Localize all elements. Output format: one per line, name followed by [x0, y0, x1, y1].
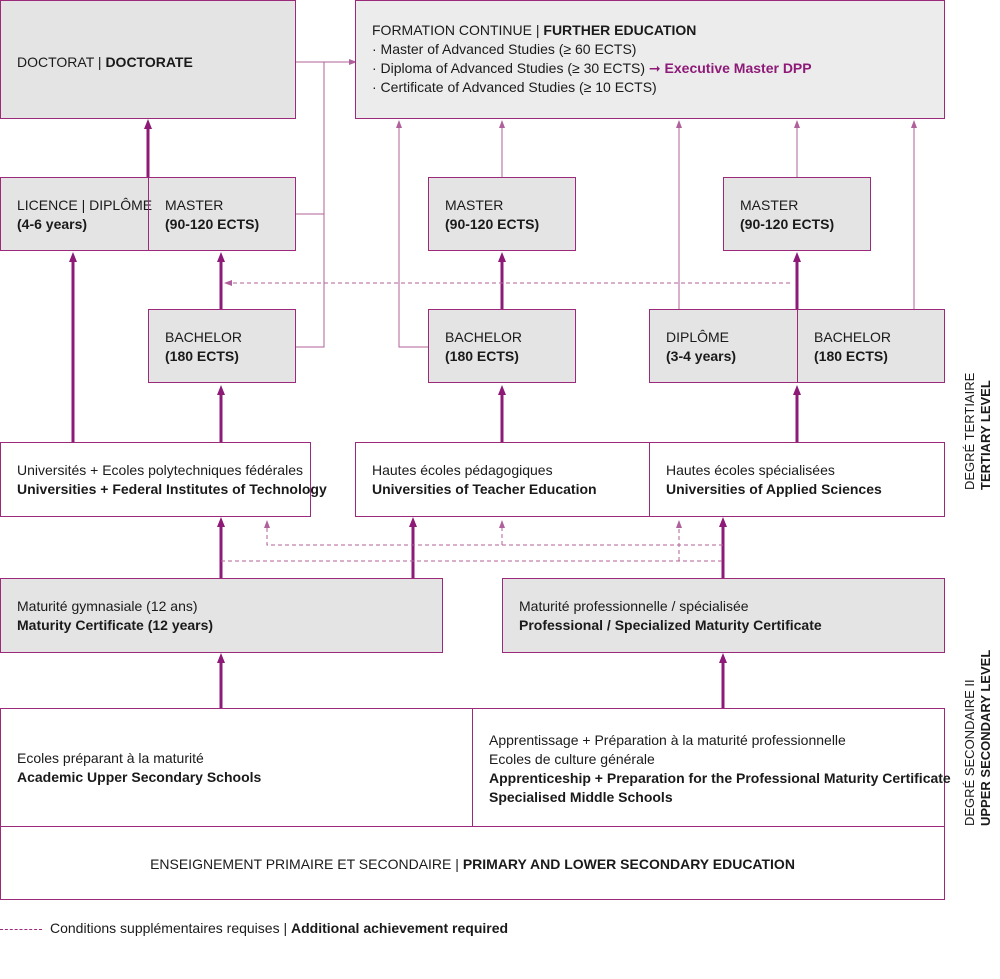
bachelor-detail: (180 ECTS) [445, 348, 519, 364]
further-education-title: FORMATION CONTINUE | FURTHER EDUCATION [372, 21, 928, 40]
primary-en: PRIMARY AND LOWER SECONDARY EDUCATION [462, 856, 795, 872]
master-teacher-box: MASTER (90-120 ECTS) [428, 177, 576, 251]
bachelor-uni-box: BACHELOR (180 ECTS) [148, 309, 296, 383]
upper-fr: DEGRÉ SECONDAIRE II [962, 679, 977, 826]
primary-box: ENSEIGNEMENT PRIMAIRE ET SECONDAIRE | PR… [0, 826, 945, 900]
upper-en: UPPER SECONDARY LEVEL [978, 649, 993, 826]
master-label: MASTER [740, 197, 799, 213]
further-education-item-text: · Diploma of Advanced Studies (≥ 30 ECTS… [372, 60, 646, 76]
further-education-box: FORMATION CONTINUE | FURTHER EDUCATION ·… [355, 0, 945, 119]
apprenticeship-fr1: Apprentissage + Préparation à la maturit… [489, 732, 846, 748]
tertiary-fr: DEGRÉ TERTIAIRE [962, 372, 977, 490]
legend-en: Additional achievement required [291, 920, 509, 936]
further-education-fr: FORMATION CONTINUE [372, 22, 532, 38]
diplome-cell: DIPLÔME (3-4 years) [650, 318, 798, 376]
bachelor-label: BACHELOR [445, 329, 523, 345]
master-label: MASTER [165, 197, 224, 213]
teacher-ed-en: Universities of Teacher Education [372, 481, 597, 497]
doctorate-en: DOCTORATE [105, 54, 193, 70]
master-detail: (90-120 ECTS) [740, 216, 835, 232]
further-education-item: · Master of Advanced Studies (≥ 60 ECTS) [372, 41, 637, 57]
maturity-box: Maturité gymnasiale (12 ans) Maturity Ce… [0, 578, 443, 653]
diplome-bachelor-box: DIPLÔME (3-4 years) BACHELOR (180 ECTS) [649, 309, 945, 383]
academic-upper-cell: Ecoles préparant à la maturité Academic … [1, 739, 473, 797]
applied-sciences-cell: Hautes écoles spécialisées Universities … [650, 451, 944, 509]
applied-sciences-en: Universities of Applied Sciences [666, 481, 882, 497]
primary-sep: | [451, 856, 463, 872]
diplome-detail: (3-4 years) [666, 348, 737, 364]
universities-en: Universities + Federal Institutes of Tec… [17, 481, 327, 497]
tertiary-en: TERTIARY LEVEL [978, 380, 993, 490]
bachelor-label: BACHELOR [814, 329, 892, 345]
legend-fr: Conditions supplémentaires requises [50, 920, 280, 936]
licence-master-box: LICENCE | DIPLÔME (4-6 years) MASTER (90… [0, 177, 296, 251]
master-applied-box: MASTER (90-120 ECTS) [723, 177, 871, 251]
maturity-fr: Maturité gymnasiale (12 ans) [17, 598, 198, 614]
further-education-sep: | [531, 22, 544, 38]
teacher-ed-fr: Hautes écoles pédagogiques [372, 462, 553, 478]
doctorate-box: DOCTORAT | DOCTORATE [0, 0, 296, 119]
tertiary-level-label: DEGRÉ TERTIAIRE TERTIARY LEVEL [962, 373, 994, 490]
master-label: MASTER [445, 197, 504, 213]
prof-maturity-box: Maturité professionnelle / spécialisée P… [502, 578, 945, 653]
bachelor-detail: (180 ECTS) [814, 348, 888, 364]
doctorate-sep: | [94, 54, 106, 70]
upper-secondary-box: Ecoles préparant à la maturité Academic … [0, 708, 951, 827]
licence-detail: (4-6 years) [17, 216, 88, 232]
apprenticeship-fr2: Ecoles de culture générale [489, 751, 655, 767]
apprenticeship-en2: Specialised Middle Schools [489, 789, 673, 805]
licence-label: LICENCE | DIPLÔME [17, 197, 153, 213]
executive-master-highlight: ➞ Executive Master DPP [648, 60, 812, 76]
prof-maturity-fr: Maturité professionnelle / spécialisée [519, 598, 749, 614]
dashed-line-icon [0, 928, 42, 930]
master-cell-uni: MASTER (90-120 ECTS) [149, 186, 297, 244]
teacher-ed-cell: Hautes écoles pédagogiques Universities … [356, 451, 650, 509]
divider [148, 178, 149, 250]
further-education-en: FURTHER EDUCATION [543, 22, 697, 38]
apprenticeship-cell: Apprentissage + Préparation à la maturit… [473, 721, 951, 817]
divider [472, 709, 473, 826]
licence-cell: LICENCE | DIPLÔME (4-6 years) [1, 186, 153, 244]
master-detail: (90-120 ECTS) [165, 216, 260, 232]
master-detail: (90-120 ECTS) [445, 216, 540, 232]
universities-box: Universités + Ecoles polytechniques fédé… [0, 442, 327, 517]
bachelor-label: BACHELOR [165, 329, 243, 345]
academic-upper-en: Academic Upper Secondary Schools [17, 769, 262, 785]
diplome-label: DIPLÔME [666, 329, 730, 345]
bachelor-detail: (180 ECTS) [165, 348, 239, 364]
bachelor-teacher-box: BACHELOR (180 ECTS) [428, 309, 576, 383]
bachelor-applied-cell: BACHELOR (180 ECTS) [798, 318, 946, 376]
apprenticeship-en1: Apprenticeship + Preparation for the Pro… [489, 770, 951, 786]
teacher-applied-box: Hautes écoles pédagogiques Universities … [355, 442, 945, 517]
further-education-item: · Certificate of Advanced Studies (≥ 10 … [372, 79, 657, 95]
legend-sep: | [279, 920, 291, 936]
applied-sciences-fr: Hautes écoles spécialisées [666, 462, 835, 478]
divider [649, 443, 650, 516]
prof-maturity-en: Professional / Specialized Maturity Cert… [519, 617, 822, 633]
maturity-en: Maturity Certificate (12 years) [17, 617, 214, 633]
legend: Conditions supplémentaires requises | Ad… [0, 918, 508, 938]
upper-secondary-level-label: DEGRÉ SECONDAIRE II UPPER SECONDARY LEVE… [962, 650, 994, 826]
further-education-item: · Diploma of Advanced Studies (≥ 30 ECTS… [372, 59, 928, 78]
primary-fr: ENSEIGNEMENT PRIMAIRE ET SECONDAIRE [150, 856, 452, 872]
divider [797, 310, 798, 382]
universities-fr: Universités + Ecoles polytechniques fédé… [17, 462, 303, 478]
academic-upper-fr: Ecoles préparant à la maturité [17, 750, 204, 766]
doctorate-fr: DOCTORAT [17, 54, 95, 70]
